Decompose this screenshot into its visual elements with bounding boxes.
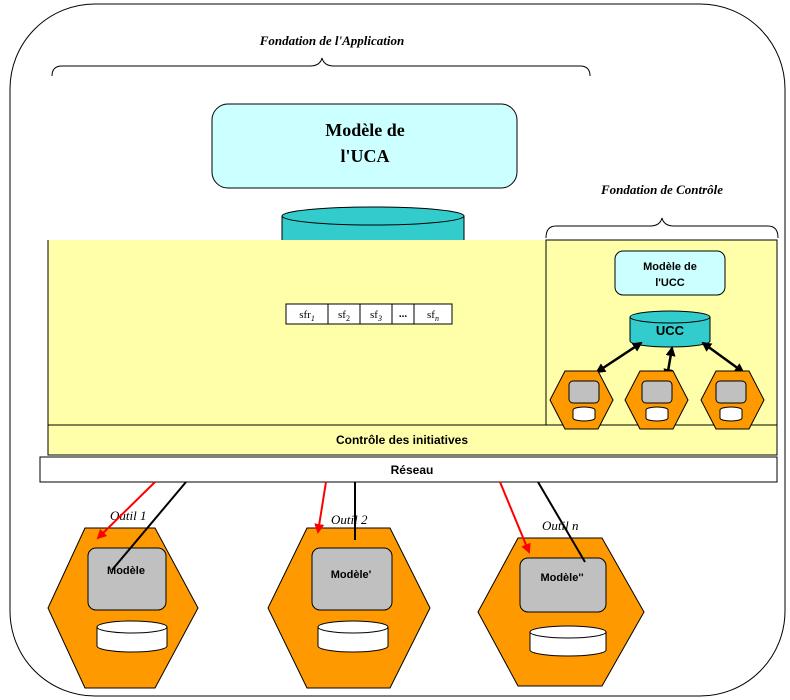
tool-n-model-label: Modèle'' xyxy=(540,572,584,584)
sfr-cell-2: sf2 xyxy=(338,309,350,323)
initiatives-control-label: Contrôle des initiatives xyxy=(336,433,468,447)
sfr-cell-3: sf3 xyxy=(370,309,382,323)
sfr-cell-1: sfr1 xyxy=(299,309,315,323)
ucc-node-2 xyxy=(624,370,689,430)
initiatives-control-bar xyxy=(47,424,778,456)
ucc-model-label-line1: Modèle de xyxy=(643,261,697,273)
sync-arrow-tool-1 xyxy=(96,481,156,540)
ucc-node-3 xyxy=(700,370,765,430)
tool-2-name: Outil 2 xyxy=(331,512,368,527)
ucc-link-right xyxy=(701,341,745,374)
uca-model-box xyxy=(211,103,518,189)
control-foundation-label: Fondation de Contrôle xyxy=(600,182,723,197)
tool-n-name: Outil n xyxy=(542,518,578,533)
ucc-label: UCC xyxy=(656,323,685,338)
uca-model-label-line2: l'UCA xyxy=(341,146,390,166)
tool-1-name: Outil 1 xyxy=(110,508,146,523)
control-foundation-brace xyxy=(545,217,779,239)
application-panel xyxy=(48,240,546,425)
app-foundation-brace xyxy=(51,57,591,77)
tool-1: Modèle Outil 1 xyxy=(47,508,199,689)
sfr-cell-n: sfn xyxy=(427,309,439,323)
ucc-model-box xyxy=(614,250,726,296)
tool-1-model-box xyxy=(87,547,167,611)
link-tool-1 xyxy=(111,481,187,571)
network-label: Réseau xyxy=(391,463,434,477)
sync-arrow-tool-n xyxy=(499,481,531,554)
ucc-database: UCC xyxy=(629,310,711,348)
tool-1-model-label: Modèle xyxy=(107,565,145,577)
tool-2: Modèle' Outil 2 xyxy=(267,512,431,689)
app-foundation-label: Fondation de l'Application xyxy=(259,33,404,48)
sync-arrow-tool-2 xyxy=(314,481,327,534)
ucc-node-1 xyxy=(549,370,614,430)
tool-n-model-box xyxy=(519,557,607,613)
link-tool-n xyxy=(537,481,586,563)
network-bar xyxy=(39,456,778,483)
uca-model-label-line1: Modèle de xyxy=(325,120,404,140)
ucc-model-label-line2: l'UCC xyxy=(655,277,685,289)
sfr-row: sfr1 sf2 sf3 ... sfn xyxy=(285,303,453,325)
uca-database-top xyxy=(281,206,465,226)
tool-2-model-label: Modèle' xyxy=(331,569,372,581)
tool-2-model-box xyxy=(311,547,393,611)
sfr-cell-ellipsis: ... xyxy=(399,308,408,320)
tool-n: Modèle'' Outil n xyxy=(477,518,645,687)
ucc-link-left xyxy=(595,341,643,374)
